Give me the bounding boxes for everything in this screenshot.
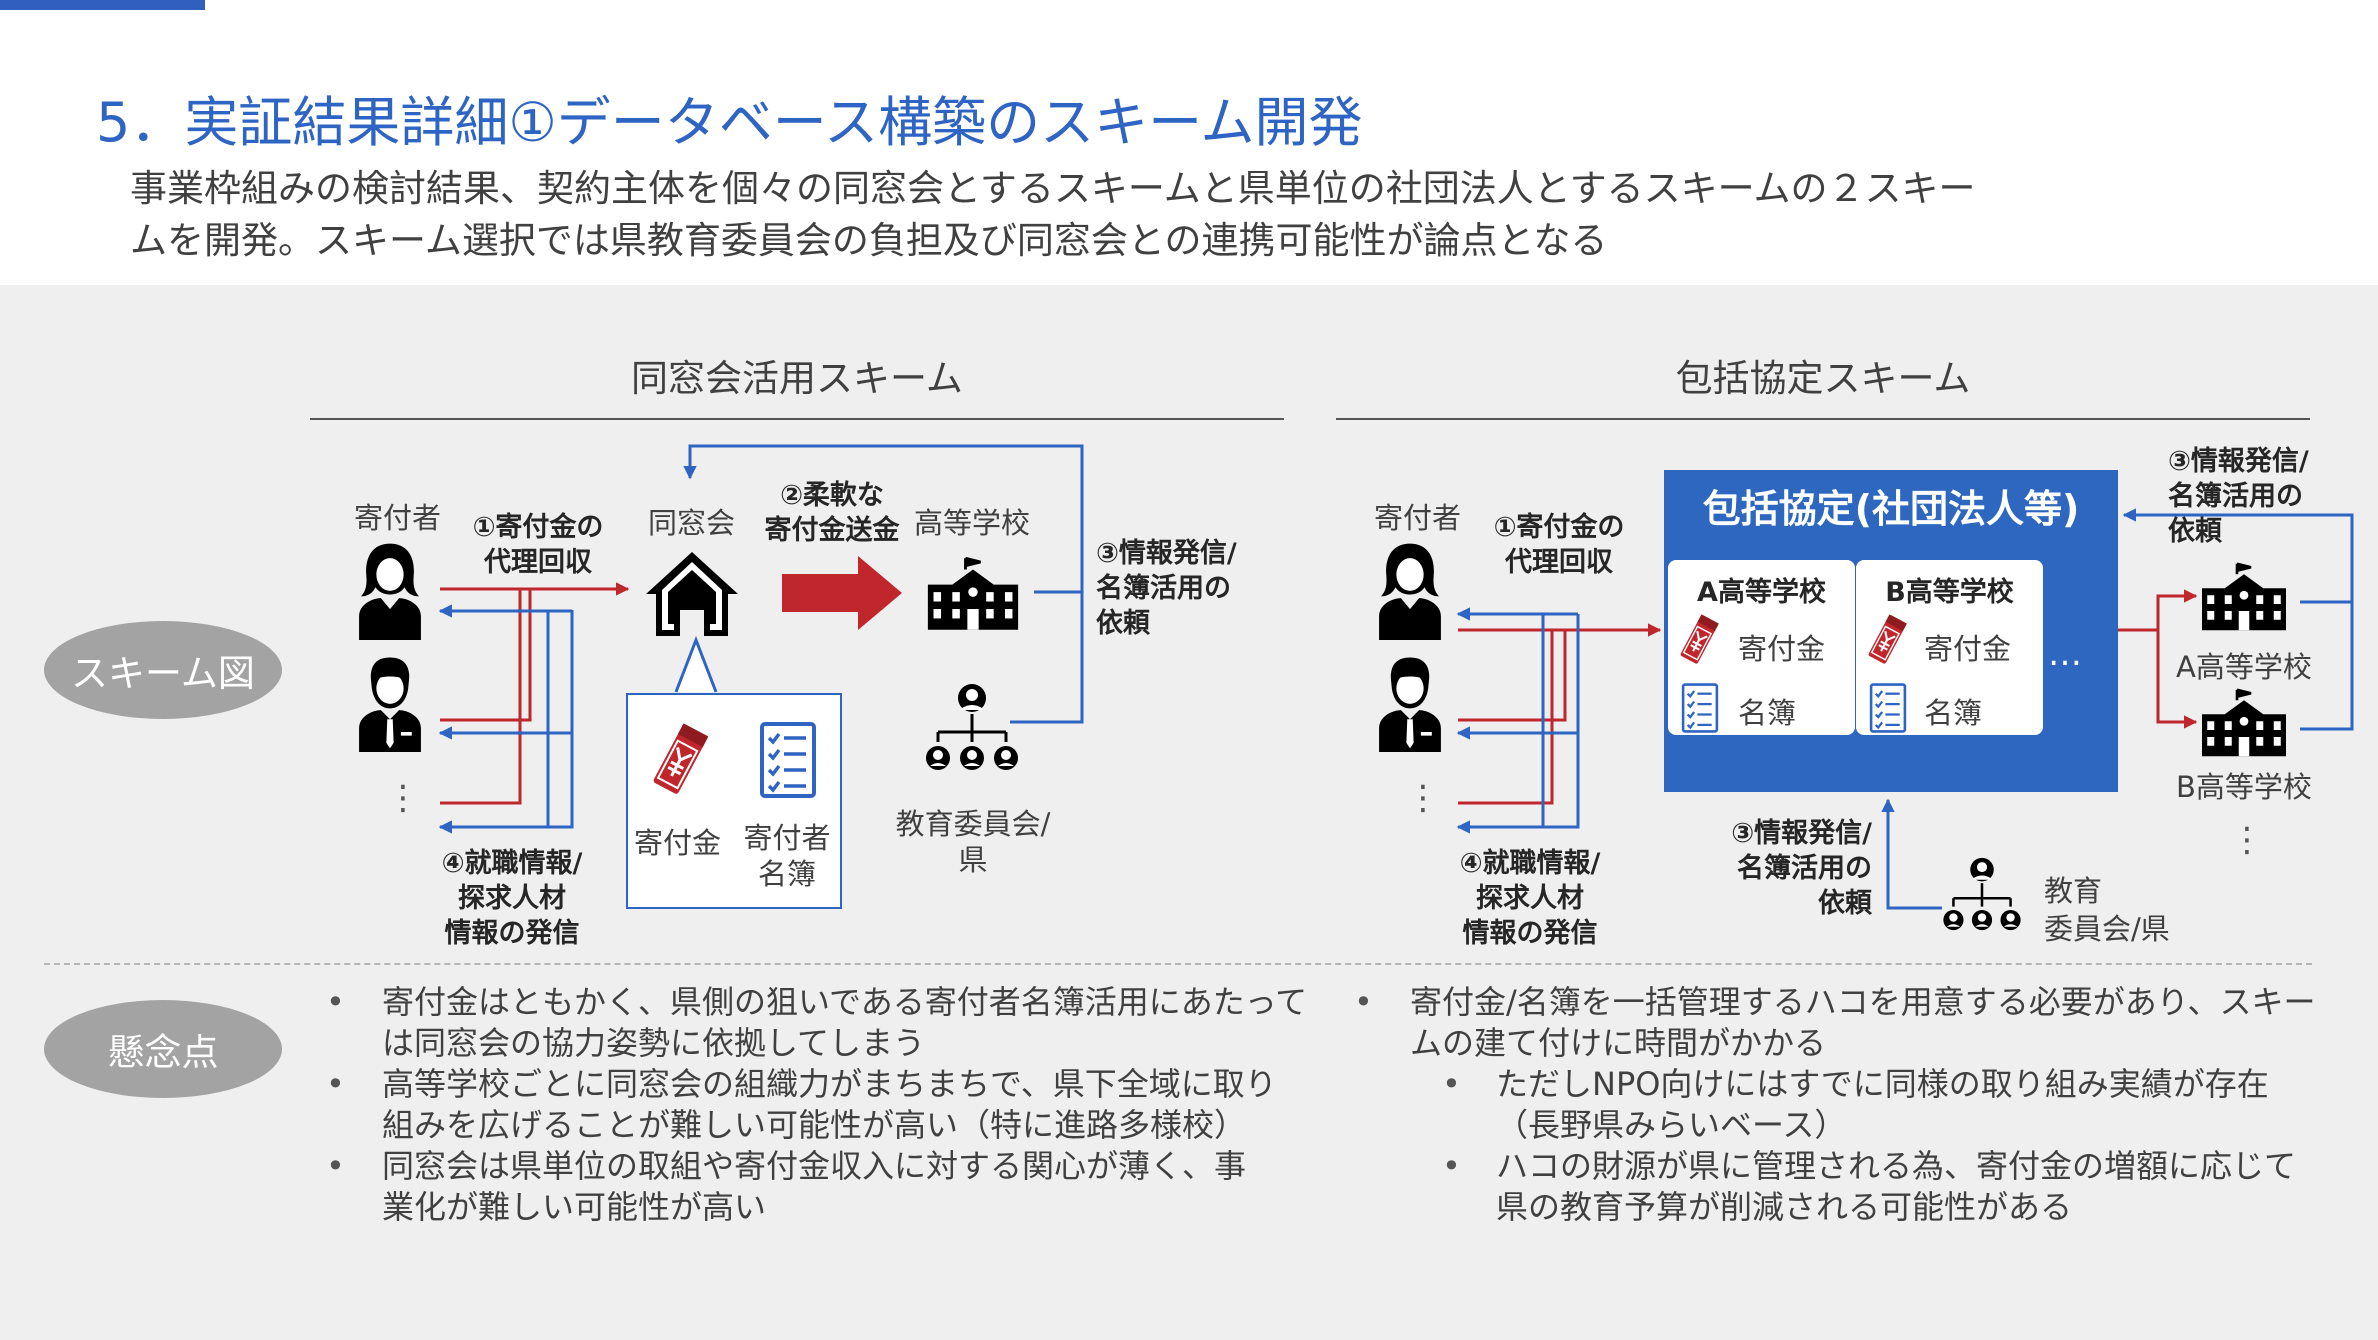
school-b-list-label: 名簿: [1924, 696, 1983, 730]
left-info-arrow-3: [438, 610, 574, 834]
left-board-request-arrow: [683, 444, 1084, 724]
right-woman-donor-icon: [1370, 540, 1450, 640]
callout-donation-label: 寄付金: [634, 826, 722, 860]
left-step1-label: ①寄付金の代理回収: [472, 512, 604, 578]
content-panel: [0, 285, 2378, 1340]
left-school-label: 高等学校: [914, 506, 1031, 540]
board-to-box-arrow: [1881, 798, 1942, 910]
left-school-icon: [926, 556, 1020, 632]
page-subtitle-line-1: 事業枠組みの検討結果、契約主体を個々の同窓会とするスキームと県単位の社団法人とす…: [130, 167, 1976, 210]
top-accent-bar: [0, 0, 205, 10]
right-donor-label: 寄付者: [1374, 501, 1462, 535]
school-b-card-title: B高等学校: [1885, 577, 2014, 608]
right-step3-bottom-label: ③情報発信/名簿活用の依頼: [1731, 818, 1872, 919]
school-a-donation-label: 寄付金: [1738, 632, 1826, 666]
school-a-list-label: 名簿: [1738, 696, 1797, 730]
left-send-arrow: [782, 556, 902, 630]
donor-list-checklist-icon: [758, 720, 818, 800]
agreement-box-title: 包括協定(社団法人等): [1702, 487, 2080, 531]
concerns-label: 懸念点: [44, 1000, 282, 1098]
callout-list-label: 寄付者名簿: [743, 821, 831, 891]
school-b-list-icon: [1868, 682, 1908, 734]
school-a-list-icon: [1680, 682, 1720, 734]
school-b-envelope-icon: [1866, 612, 1908, 668]
school-to-box-arrow: [2122, 508, 2354, 604]
left-board-label: 教育委員会/県: [895, 807, 1051, 877]
page-title: 5．実証結果詳細①データベース構築のスキーム開発: [96, 91, 1363, 154]
right-school-b-label: B高等学校: [2176, 770, 2312, 804]
alumni-label: 同窓会: [648, 506, 736, 540]
left-heading-rule: [310, 418, 1284, 420]
left-board-org-icon: [922, 682, 1022, 772]
school-a-envelope-icon: [1678, 612, 1720, 668]
section-divider: [44, 963, 2312, 965]
school-a-card-title: A高等学校: [1697, 577, 1826, 608]
left-step4-label: ④就職情報/探求人材情報の発信: [441, 848, 583, 949]
right-schools-ellipsis: ⋮: [2230, 820, 2264, 860]
box-to-school-a-arrow: [2118, 589, 2198, 632]
left-donor-label: 寄付者: [354, 501, 442, 535]
right-school-a-icon: [2200, 562, 2288, 632]
right-board-org-icon: [1940, 856, 2024, 932]
right-ellipsis: ⋮: [1406, 778, 1440, 818]
woman-donor-icon: [350, 540, 430, 640]
right-man-donor-icon: [1370, 652, 1450, 752]
right-step4-label: ④就職情報/探求人材情報の発信: [1459, 848, 1601, 949]
left-ellipsis: ⋮: [386, 778, 420, 818]
school-b-donation-label: 寄付金: [1924, 632, 2012, 666]
man-donor-icon: [350, 652, 430, 752]
scheme-diagram-label: スキーム図: [44, 621, 282, 719]
donation-envelope-icon: [650, 720, 710, 800]
more-schools-ellipsis: …: [2048, 634, 2082, 674]
left-scheme-heading: 同窓会活用スキーム: [631, 357, 963, 400]
right-step1-label: ①寄付金の代理回収: [1493, 512, 1625, 578]
right-step3-top-label: ③情報発信/名簿活用の依頼: [2168, 446, 2309, 547]
box-to-school-b-arrow: [2156, 630, 2198, 729]
right-heading-rule: [1336, 418, 2310, 420]
alumni-house-icon: [642, 548, 742, 638]
right-board-label: 教育委員会/県: [2044, 874, 2170, 946]
right-scheme-heading: 包括協定スキーム: [1675, 357, 1971, 400]
right-school-b-icon: [2200, 688, 2288, 758]
left-step3-label: ③情報発信/名簿活用の依頼: [1096, 538, 1237, 639]
right-school-a-label: A高等学校: [2176, 650, 2312, 684]
left-step2-label: ②柔軟な寄付金送金: [764, 480, 900, 546]
page-subtitle-line-2: ムを開発。スキーム選択では県教育委員会の負担及び同窓会との連携可能性が論点となる: [130, 219, 1608, 262]
